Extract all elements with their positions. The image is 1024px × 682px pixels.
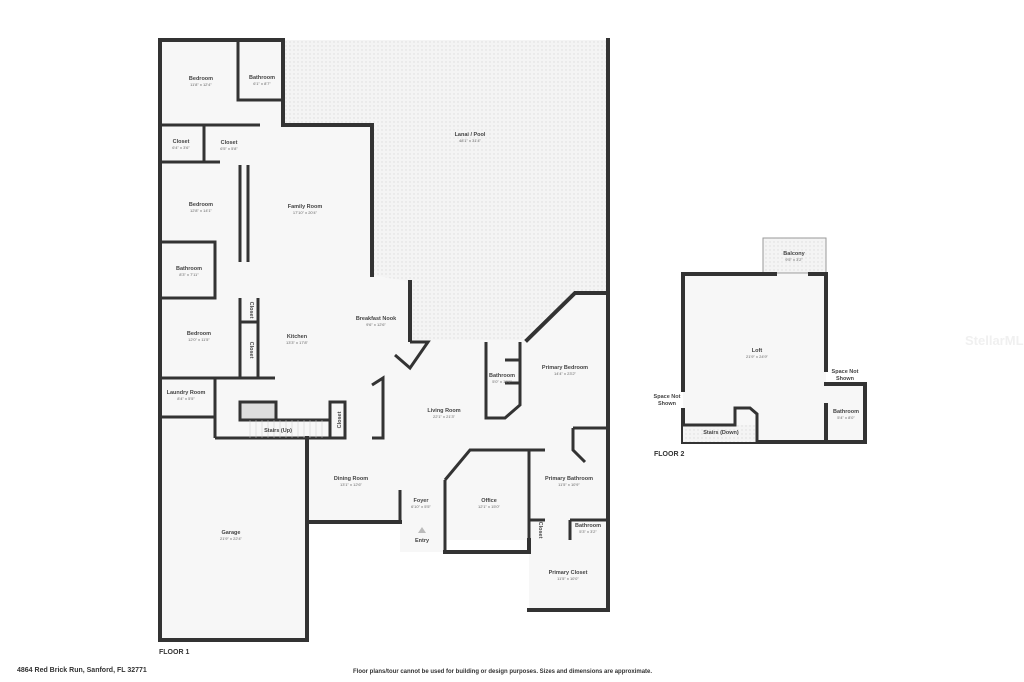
space-not-shown-label: Space Not xyxy=(654,394,681,400)
room-label: Breakfast Nook xyxy=(356,316,397,322)
room-label: Kitchen xyxy=(287,334,308,340)
room-label: Loft xyxy=(752,348,763,354)
room-label: Lanai / Pool xyxy=(455,132,486,138)
room-label: Family Room xyxy=(288,204,323,210)
room-label: Bathroom xyxy=(575,523,601,529)
svg-text:5'3" x 3'2": 5'3" x 3'2" xyxy=(579,529,597,534)
room-label: Primary Closet xyxy=(549,570,588,576)
floor-1-plan xyxy=(158,38,610,642)
room-label: Garage xyxy=(222,530,241,536)
disclaimer-footer: Floor plans/tour cannot be used for buil… xyxy=(353,669,653,675)
svg-text:6'4" x 3'6": 6'4" x 3'6" xyxy=(172,145,190,150)
svg-text:11'5" x 10'9": 11'5" x 10'9" xyxy=(558,482,580,487)
closet-label: Closet xyxy=(537,522,543,539)
room-label: Foyer xyxy=(414,498,430,504)
floor-1-label: FLOOR 1 xyxy=(159,649,189,656)
svg-text:13'3" x 17'8": 13'3" x 17'8" xyxy=(286,340,309,345)
room-label: Bathroom xyxy=(489,373,515,379)
svg-text:9'5" x 3'2": 9'5" x 3'2" xyxy=(785,257,803,262)
room-label: Bathroom xyxy=(176,266,202,272)
entry-label: Entry xyxy=(415,538,430,544)
svg-text:12'0" x 11'5": 12'0" x 11'5" xyxy=(188,337,210,342)
room-label: Bedroom xyxy=(189,76,213,82)
svg-text:6'1" x 8'7": 6'1" x 8'7" xyxy=(253,81,271,86)
svg-text:21'9" x 22'4": 21'9" x 22'4" xyxy=(220,536,243,541)
svg-text:17'10" x 20'4": 17'10" x 20'4" xyxy=(293,210,318,215)
stairs-label: Stairs (Up) xyxy=(264,428,292,434)
svg-text:21'9" x 24'9": 21'9" x 24'9" xyxy=(746,354,769,359)
room-label: Closet xyxy=(173,139,190,145)
svg-text:12'1" x 15'0": 12'1" x 15'0" xyxy=(478,504,501,509)
svg-text:13'1" x 12'6": 13'1" x 12'6" xyxy=(340,482,363,487)
floor-2-plan xyxy=(681,237,867,444)
closet-label: Closet xyxy=(248,342,254,359)
room-label: Living Room xyxy=(427,408,460,414)
svg-text:14'4" x 23'2": 14'4" x 23'2" xyxy=(554,371,577,376)
svg-text:12'8" x 14'1": 12'8" x 14'1" xyxy=(190,208,213,213)
watermark: StellarMLS xyxy=(965,333,1024,348)
svg-text:6'5" x 5'8": 6'5" x 5'8" xyxy=(220,146,238,151)
svg-text:9'6" x 12'6": 9'6" x 12'6" xyxy=(366,322,386,327)
svg-text:Shown: Shown xyxy=(658,401,677,407)
floor-2-label: FLOOR 2 xyxy=(654,451,684,458)
svg-text:6'10" x 5'5": 6'10" x 5'5" xyxy=(411,504,431,509)
room-label: Laundry Room xyxy=(167,390,206,396)
room-label: Balcony xyxy=(783,251,805,257)
lanai-area xyxy=(283,40,608,340)
room-label: Office xyxy=(481,498,497,504)
svg-text:8'3" x 7'11": 8'3" x 7'11" xyxy=(179,272,199,277)
svg-text:5'4" x 8'0": 5'4" x 8'0" xyxy=(837,415,855,420)
room-label: Primary Bathroom xyxy=(545,476,593,482)
closet-label: Closet xyxy=(248,302,254,319)
room-label: Bedroom xyxy=(187,331,211,337)
stairs-label: Stairs (Down) xyxy=(703,430,739,436)
closet-label: Closet xyxy=(337,411,343,428)
entry-arrow-icon xyxy=(418,527,426,533)
svg-text:22'1" x 21'3": 22'1" x 21'3" xyxy=(433,414,456,419)
address-footer: 4864 Red Brick Run, Sanford, FL 32771 xyxy=(17,667,147,674)
room-label: Bathroom xyxy=(833,409,859,415)
svg-text:11'8" x 12'4": 11'8" x 12'4" xyxy=(190,82,212,87)
svg-text:11'5" x 10'0": 11'5" x 10'0" xyxy=(557,576,579,581)
svg-text:8'4" x 5'5": 8'4" x 5'5" xyxy=(177,396,195,401)
svg-text:48'1" x 31'4": 48'1" x 31'4" xyxy=(459,138,482,143)
svg-text:5'0" x 11'1": 5'0" x 11'1" xyxy=(492,379,512,384)
svg-text:Shown: Shown xyxy=(836,376,855,382)
room-label: Bedroom xyxy=(189,202,213,208)
room-label: Bathroom xyxy=(249,75,275,81)
room-label: Closet xyxy=(221,140,238,146)
space-not-shown-label: Space Not xyxy=(832,369,859,375)
room-label: Primary Bedroom xyxy=(542,365,588,371)
room-label: Dining Room xyxy=(334,476,368,482)
